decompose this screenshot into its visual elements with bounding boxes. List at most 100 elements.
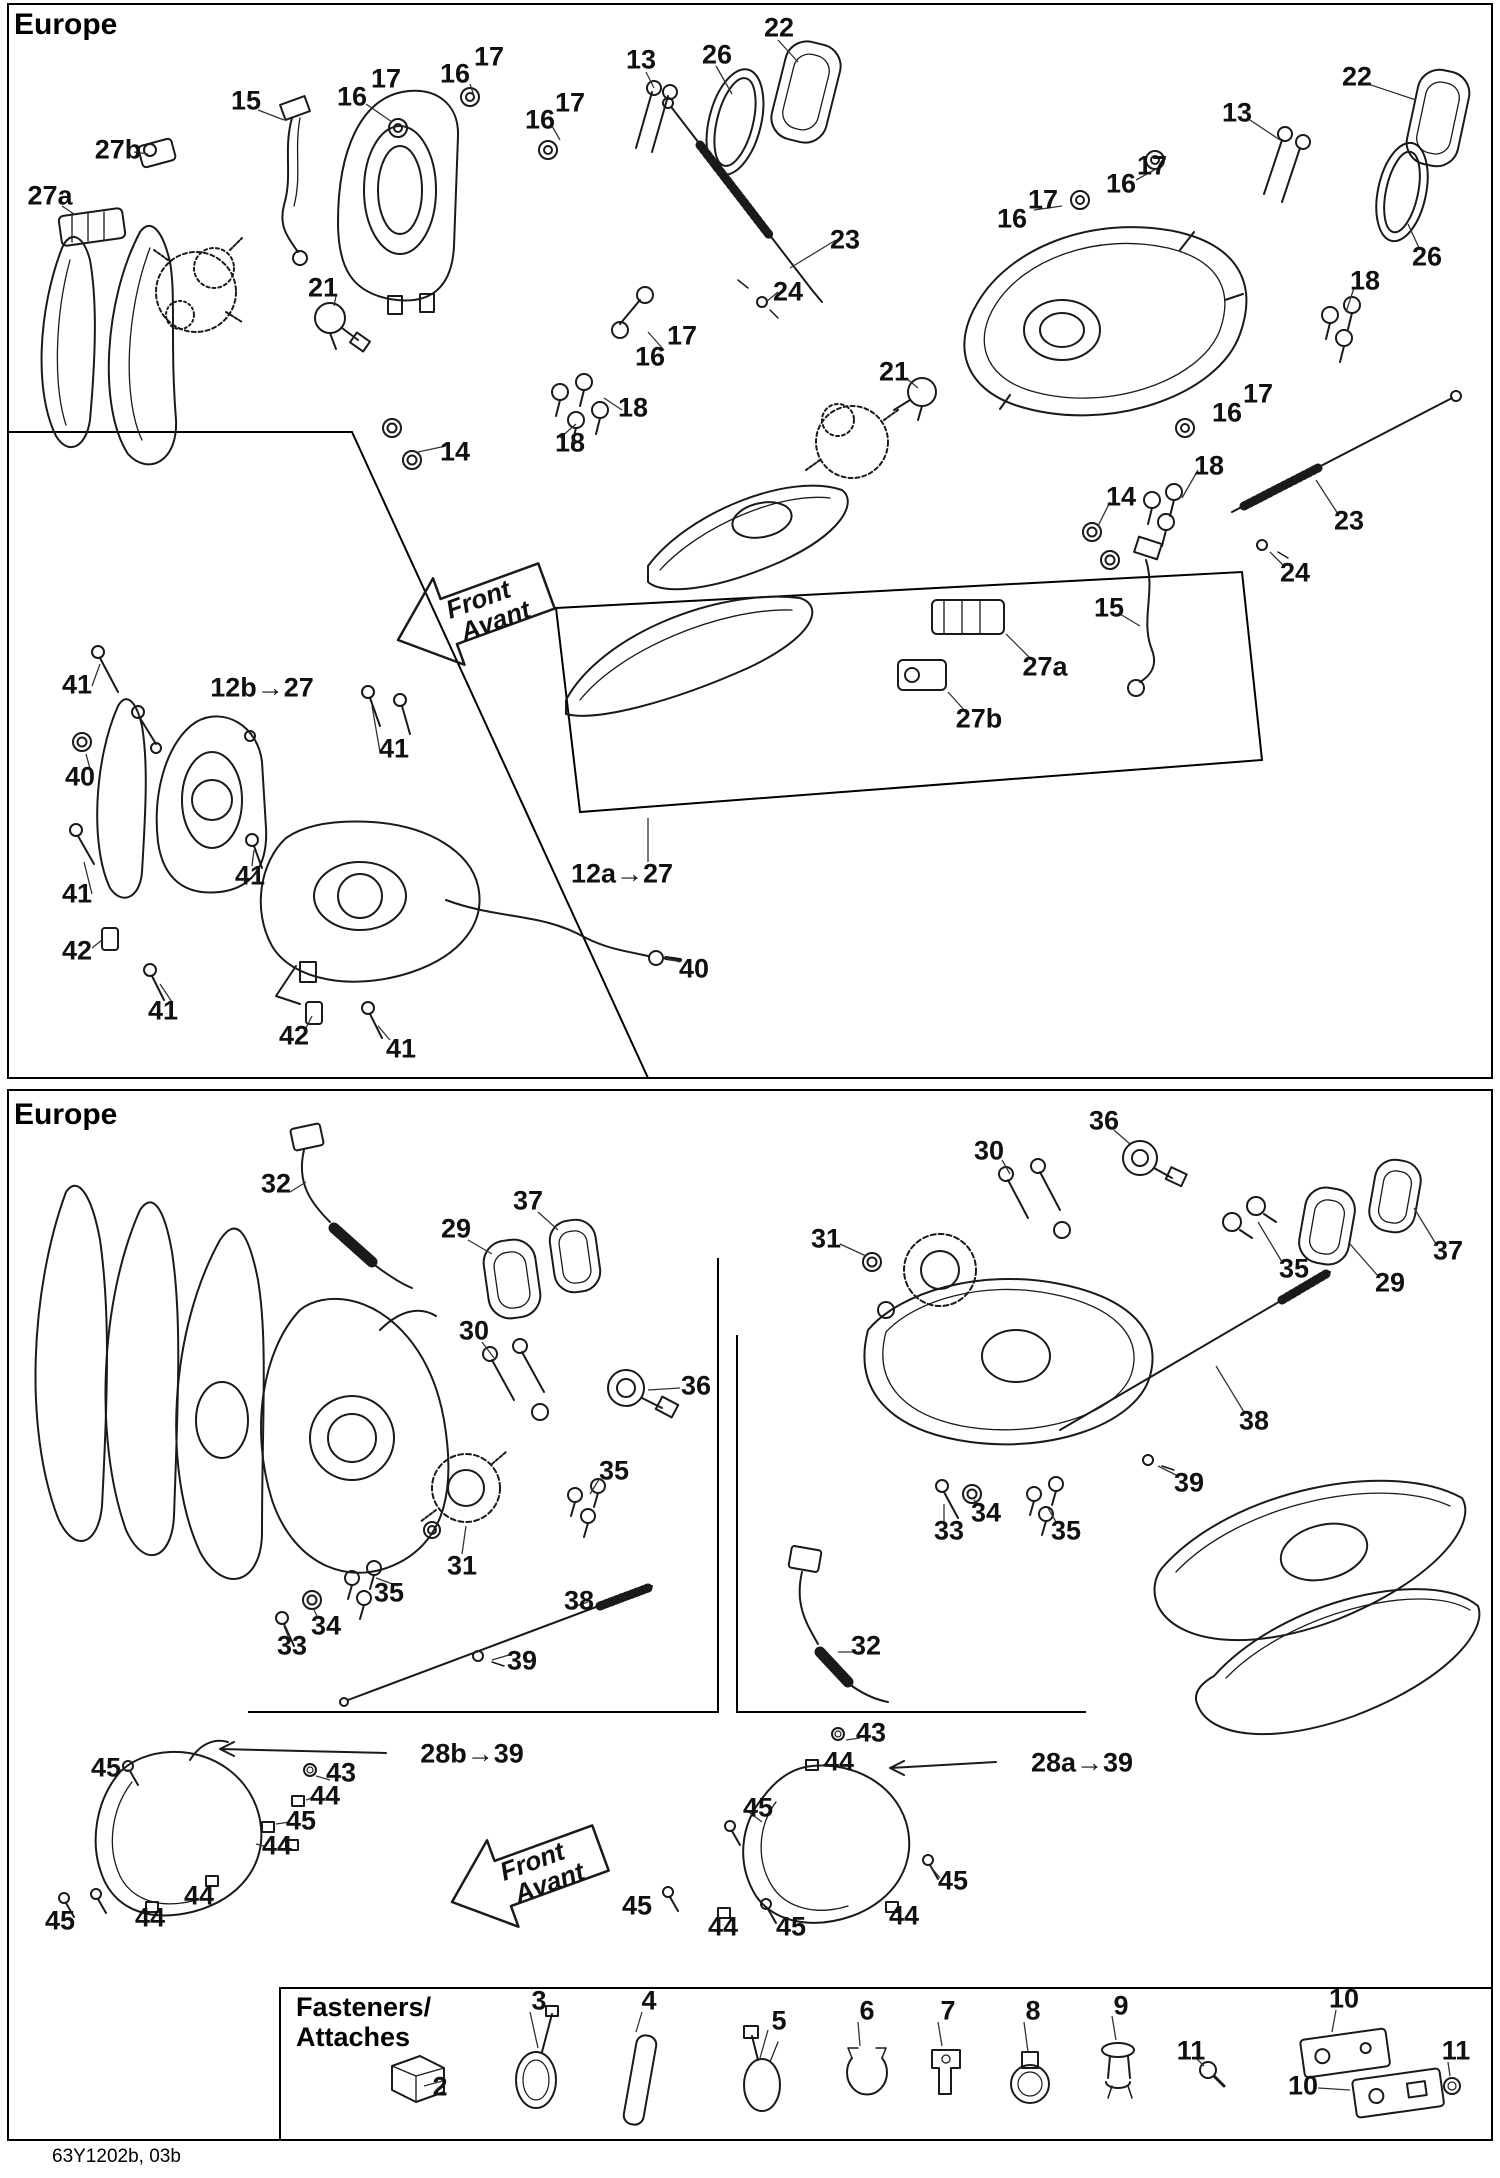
callout-11: 11 (1176, 2035, 1206, 2066)
document-code: 63Y1202b, 03b (52, 2146, 181, 2167)
callout-37: 37 (512, 1185, 544, 1216)
callout-35: 35 (598, 1455, 630, 1486)
callout-14: 14 (439, 436, 471, 467)
callout-10: 10 (1328, 1983, 1360, 2014)
callout-34: 34 (970, 1497, 1002, 1528)
callout-39: 39 (506, 1645, 538, 1676)
callout-16: 16 (1211, 397, 1243, 428)
callout-35: 35 (1050, 1515, 1082, 1546)
headlight-12-assembly-art (69, 645, 682, 1039)
callout-28a-39: 28a→39 (1030, 1747, 1134, 1778)
callout-21: 21 (878, 356, 910, 387)
callout-30: 30 (458, 1315, 490, 1346)
callout-16: 16 (336, 81, 368, 112)
callout-31: 31 (810, 1223, 842, 1254)
callout-36: 36 (680, 1370, 712, 1401)
callout-44: 44 (183, 1880, 215, 1911)
fasteners-items-art (391, 2005, 1461, 2126)
callout-17: 17 (1242, 378, 1274, 409)
callout-24: 24 (1279, 557, 1311, 588)
callout-34: 34 (310, 1610, 342, 1641)
callout-16: 16 (634, 341, 666, 372)
callout-37: 37 (1432, 1235, 1464, 1266)
callout-22: 22 (763, 12, 795, 43)
callout-8: 8 (1025, 1995, 1041, 2026)
callout-17: 17 (1136, 150, 1168, 181)
callout-45: 45 (44, 1905, 76, 1936)
callout-29: 29 (1374, 1267, 1406, 1298)
callout-35: 35 (373, 1577, 405, 1608)
legend-title-line2: Attaches (296, 2022, 411, 2053)
callout-41: 41 (385, 1033, 417, 1064)
callout-39: 39 (1173, 1467, 1205, 1498)
callout-16: 16 (996, 203, 1028, 234)
callout-16: 16 (524, 104, 556, 135)
callout-9: 9 (1113, 1990, 1129, 2021)
callout-18: 18 (617, 392, 649, 423)
callout-38: 38 (1238, 1405, 1270, 1436)
callout-23: 23 (1333, 505, 1365, 536)
callout-43: 43 (325, 1757, 357, 1788)
callout-28b-39: 28b→39 (420, 1738, 524, 1769)
callout-6: 6 (859, 1995, 875, 2026)
callout-29: 29 (440, 1213, 472, 1244)
callout-45: 45 (285, 1805, 317, 1836)
legend-title-line1: Fasteners/ (296, 1992, 432, 2022)
callout-44: 44 (261, 1830, 293, 1861)
callout-26: 26 (1411, 241, 1443, 272)
callout-16: 16 (1105, 168, 1137, 199)
callout-45: 45 (775, 1911, 807, 1942)
callout-2: 2 (432, 2071, 448, 2102)
region-borders (7, 3, 1493, 2141)
callout-23: 23 (829, 224, 861, 255)
callout-21: 21 (307, 272, 339, 303)
headlight-left-assembly-art (40, 40, 842, 470)
callout-12a-27: 12a→27 (570, 858, 674, 889)
callout-13: 13 (625, 44, 657, 75)
callout-12b-27: 12b→27 (210, 672, 314, 703)
callout-17: 17 (554, 87, 586, 118)
callout-44: 44 (134, 1902, 166, 1933)
callout-44: 44 (888, 1900, 920, 1931)
callout-36: 36 (1088, 1105, 1120, 1136)
callout-40: 40 (678, 953, 710, 984)
callout-16: 16 (439, 58, 471, 89)
callout-41: 41 (147, 995, 179, 1026)
callout-7: 7 (940, 1995, 956, 2026)
callout-10: 10 (1287, 2070, 1319, 2101)
callout-17: 17 (473, 41, 505, 72)
callout-44: 44 (823, 1746, 855, 1777)
callout-3: 3 (531, 1985, 547, 2016)
callout-18: 18 (1349, 265, 1381, 296)
section-top-title: Europe (14, 8, 118, 41)
callout-41: 41 (234, 860, 266, 891)
callout-24: 24 (772, 276, 804, 307)
callout-41: 41 (61, 878, 93, 909)
callout-4: 4 (641, 1985, 657, 2016)
callout-18: 18 (554, 427, 586, 458)
foglight-left-assembly-art (34, 1122, 680, 1707)
callout-15: 15 (230, 85, 262, 116)
callout-32: 32 (850, 1630, 882, 1661)
callout-45: 45 (90, 1752, 122, 1783)
callout-33: 33 (933, 1515, 965, 1546)
callout-42: 42 (278, 1020, 310, 1051)
callout-17: 17 (370, 63, 402, 94)
callout-18: 18 (1193, 450, 1225, 481)
callout-27a: 27a (27, 180, 73, 211)
legend-title: Fasteners/ Attaches (296, 1992, 431, 2052)
callout-41: 41 (61, 669, 93, 700)
diagram-parts-art (34, 40, 1481, 2126)
headlight-right-assembly-art (565, 68, 1471, 717)
callout-17: 17 (1027, 184, 1059, 215)
callout-5: 5 (771, 2005, 787, 2036)
callout-13: 13 (1221, 97, 1253, 128)
callout-40: 40 (64, 761, 96, 792)
callout-26: 26 (701, 39, 733, 70)
callout-41: 41 (378, 733, 410, 764)
callout-22: 22 (1341, 61, 1373, 92)
callout-27b: 27b (955, 703, 1003, 734)
callout-45: 45 (742, 1792, 774, 1823)
